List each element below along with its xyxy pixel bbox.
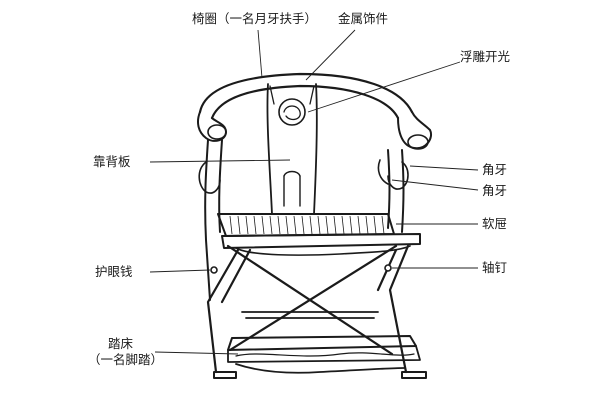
label-metal-fitting: 金属饰件	[338, 11, 389, 26]
label-soft-seat: 软屉	[482, 216, 508, 231]
folding-legs	[206, 244, 410, 374]
back-splat	[266, 83, 318, 215]
footrest	[213, 335, 427, 379]
label-relief-medallion: 浮雕开光	[460, 49, 511, 64]
label-footrest: 踏床	[108, 336, 134, 351]
rear-posts	[198, 139, 409, 301]
seat	[217, 213, 421, 256]
label-back-splat: 靠背板	[93, 154, 131, 169]
label-pivot-pin: 轴钉	[482, 260, 508, 275]
label-protective-plate: 护眼钱	[95, 264, 133, 279]
label-spandrel-lower: 角牙	[482, 183, 508, 198]
label-crest-rail: 椅圈（一名月牙扶手）	[192, 11, 318, 26]
leader-lines	[149, 29, 479, 355]
crest-rail	[197, 72, 432, 150]
label-spandrel-upper: 角牙	[482, 162, 508, 177]
label-footrest-note: （一名脚踏）	[88, 352, 164, 367]
